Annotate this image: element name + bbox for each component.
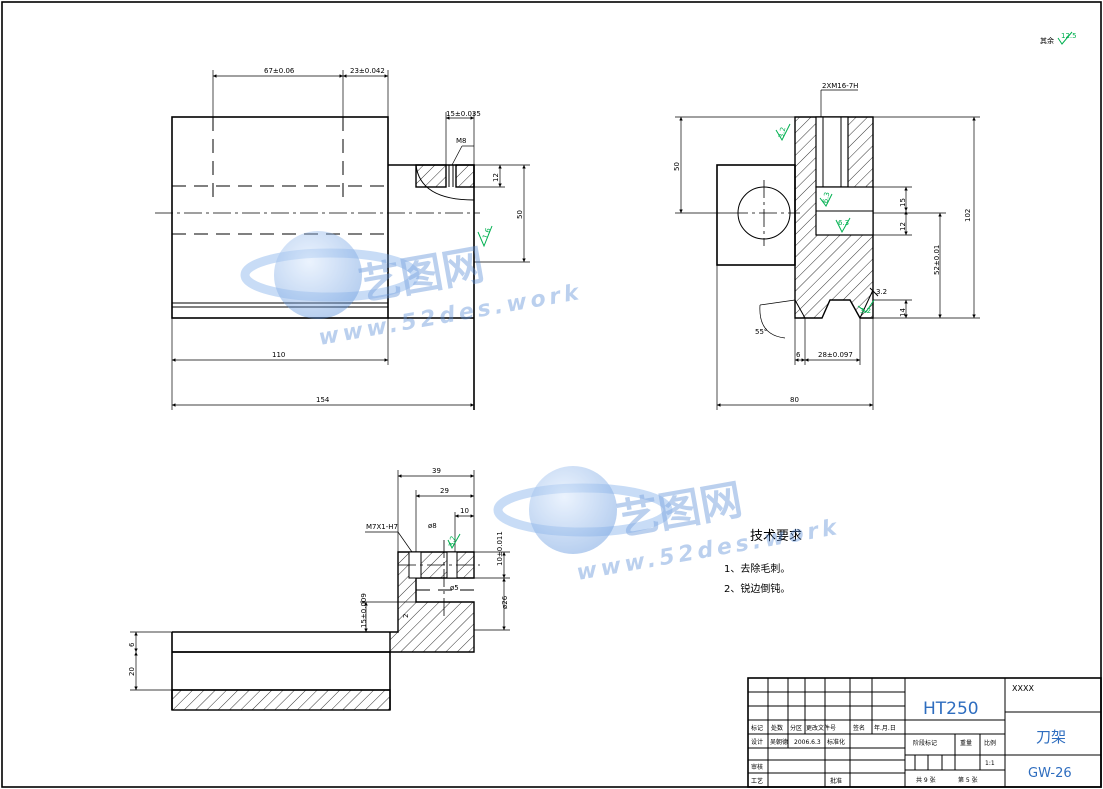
sec-dim-20: 20 (128, 667, 136, 676)
lbl-approve: 批准 (830, 777, 842, 785)
side-dim-50: 50 (673, 162, 681, 171)
tech-title: 技术要求 (750, 529, 802, 544)
dim-23: 23±0.042 (350, 67, 385, 75)
code-top: XXXX (1012, 684, 1034, 693)
dim-102: 102 (964, 209, 972, 222)
lbl-review: 审核 (751, 763, 763, 771)
lbl-design-date: 2006.6.3 (794, 739, 821, 746)
side-roughness-1: 3.2 (778, 126, 788, 138)
watermark-2: 艺图网 www.52des.work (493, 466, 843, 586)
tech-requirements: 技术要求 1、去除毛刺。 2、锐边倒钝。 (724, 529, 802, 595)
dim-28: 28±0.097 (818, 351, 853, 359)
scale-value: 1:1 (985, 760, 995, 767)
title-block: HT250 XXXX 刀架 GW-26 1:1 标记 处数 分区 更改文件号 签… (747, 677, 1102, 788)
dim-52: 52±0.01 (933, 245, 941, 275)
side-dim-12: 12 (899, 222, 907, 231)
dim-80: 80 (790, 396, 799, 404)
side-dim-r3: 3.2 (876, 288, 887, 296)
dim-thread: 2XM16-7H (822, 82, 858, 90)
lbl-date: 年.月.日 (874, 724, 896, 732)
dim-110: 110 (272, 351, 285, 359)
sec-dim-26: ø26 (501, 595, 509, 609)
sec-roughness: 3.2 (448, 535, 458, 547)
lbl-sheets: 共 9 张 (916, 776, 936, 784)
general-roughness: 其余 12.5 (1040, 31, 1077, 45)
globe-icon (274, 231, 362, 319)
tech-item-2: 2、锐边倒钝。 (724, 582, 790, 595)
side-dim-6: 6 (796, 351, 801, 359)
lbl-weight: 重量 (960, 739, 972, 747)
material: HT250 (923, 699, 979, 719)
globe-icon (529, 466, 617, 554)
sec-dim-thread: M7X1-H7 (366, 523, 398, 531)
roughness-value: 12.5 (1061, 32, 1077, 40)
side-dim-15: 15 (899, 198, 907, 207)
side-roughness-2: 6.3 (822, 191, 832, 203)
lbl-mark: 标记 (751, 724, 763, 732)
sec-dim-5: ø5 (450, 584, 459, 592)
dim-15: 15±0.035 (446, 110, 481, 118)
lbl-design: 设计 (751, 738, 763, 746)
front-roughness: 1.6 (481, 226, 493, 240)
lbl-count: 处数 (771, 724, 783, 732)
dim-12: 12 (492, 173, 500, 182)
sec-dim-6: 6 (128, 642, 136, 647)
part-name: 刀架 (1036, 728, 1066, 746)
sec-dim-10: 10 (460, 507, 469, 515)
sec-dim-15: 15±0.009 (360, 593, 368, 628)
lbl-process: 工艺 (751, 777, 763, 785)
drawing-no: GW-26 (1028, 766, 1072, 781)
lbl-sheet: 第 5 张 (958, 776, 978, 784)
sec-dim-2: 2 (402, 614, 410, 618)
dim-154: 154 (316, 396, 330, 404)
dim-50: 50 (516, 210, 524, 219)
side-view: 2XM16-7H 50 102 15 12 52±0.01 14 6 28±0.… (673, 82, 980, 410)
dim-67: 67±0.06 (264, 67, 295, 75)
sec-dim-8: ø8 (428, 522, 437, 530)
watermark-1: 艺图网 www.52des.work (240, 231, 585, 351)
sec-dim-10tol: 10±0.011 (496, 531, 504, 566)
tech-item-1: 1、去除毛刺。 (724, 562, 790, 575)
side-roughness-3: 6.3 (838, 219, 849, 227)
lbl-ratio: 比例 (984, 739, 996, 747)
lbl-stage: 阶段标记 (913, 739, 937, 747)
sec-dim-29: 29 (440, 487, 449, 495)
section-view: 39 29 10 M7X1-H7 ø8 3.2 10±0.011 ø5 ø26 … (128, 467, 510, 711)
sec-dim-39: 39 (432, 467, 441, 475)
lbl-standardize: 标准化 (827, 738, 845, 746)
lbl-change-doc: 更改文件号 (806, 724, 836, 732)
side-dim-14: 14 (899, 308, 907, 317)
side-roughness-4: 3.2 (860, 307, 871, 315)
roughness-label: 其余 (1040, 36, 1054, 45)
lbl-sign: 签名 (853, 724, 865, 732)
front-view: 67±0.06 23±0.042 15±0.035 M8 12 50 1.6 1… (155, 67, 530, 410)
dim-m8: M8 (456, 137, 467, 145)
lbl-designer: 吴朝德 (770, 738, 788, 746)
dim-angle: 55° (755, 328, 767, 336)
lbl-zone: 分区 (790, 724, 802, 732)
